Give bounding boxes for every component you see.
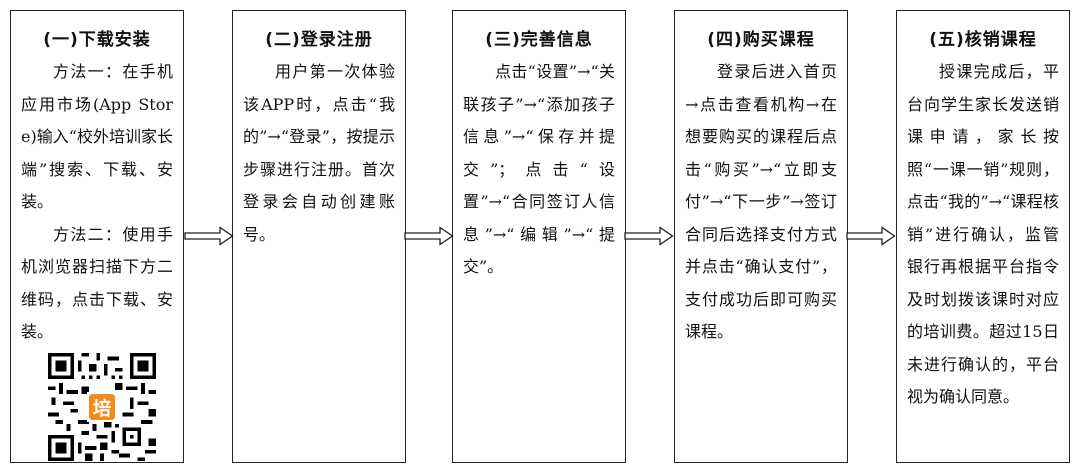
flow-arrow-icon [404, 226, 454, 246]
flow-arrow-icon [184, 226, 234, 246]
step-title-login: (二)登录注册 [265, 30, 373, 50]
flow-arrow-icon [624, 226, 674, 246]
step-box-download: (一)下载安装 方法一：在手机应用市场(App Store)输入“校外培训家长端… [10, 10, 184, 463]
step-title-download: (一)下载安装 [43, 30, 151, 50]
step-title-verify: (五)核销课程 [929, 30, 1037, 50]
step-text-method-2: 方法二：使用手机浏览器扫描下方二维码，点击下载、安装。 [21, 224, 173, 342]
step-box-purchase: (四)购买课程 登录后进入首页→点击查看机构→在想要购买的课程后点击“购买”→“… [674, 10, 848, 463]
step-text-verify: 授课完成后，平台向学生家长发送销课申请，家长按照“一课一销”规则，点击“我的”→… [907, 62, 1059, 406]
flow-arrow-icon [846, 226, 896, 246]
step-text-profile: 点击“设置”→“关联孩子”→“添加孩子信息”→“保存并提交”；点击“设置”→“合… [463, 62, 615, 276]
step-text-purchase: 登录后进入首页→点击查看机构→在想要购买的课程后点击“购买”→“立即支付”→“下… [685, 62, 837, 341]
qr-logo-text: 培 [93, 397, 112, 419]
qr-code-image: 培 [48, 352, 156, 461]
step-box-profile: (三)完善信息 点击“设置”→“关联孩子”→“添加孩子信息”→“保存并提交”；点… [452, 10, 626, 463]
step-box-login: (二)登录注册 用户第一次体验该APP时，点击“我的”→“登录”，按提示步骤进行… [232, 10, 406, 463]
step-text-login: 用户第一次体验该APP时，点击“我的”→“登录”，按提示步骤进行注册。首次登录会… [243, 62, 395, 244]
step-title-profile: (三)完善信息 [485, 30, 593, 50]
step-box-verify: (五)核销课程 授课完成后，平台向学生家长发送销课申请，家长按照“一课一销”规则… [896, 10, 1070, 463]
step-text-method-1: 方法一：在手机应用市场(App Store)输入“校外培训家长端”搜索、下载、安… [21, 62, 173, 211]
step-title-purchase: (四)购买课程 [707, 30, 815, 50]
